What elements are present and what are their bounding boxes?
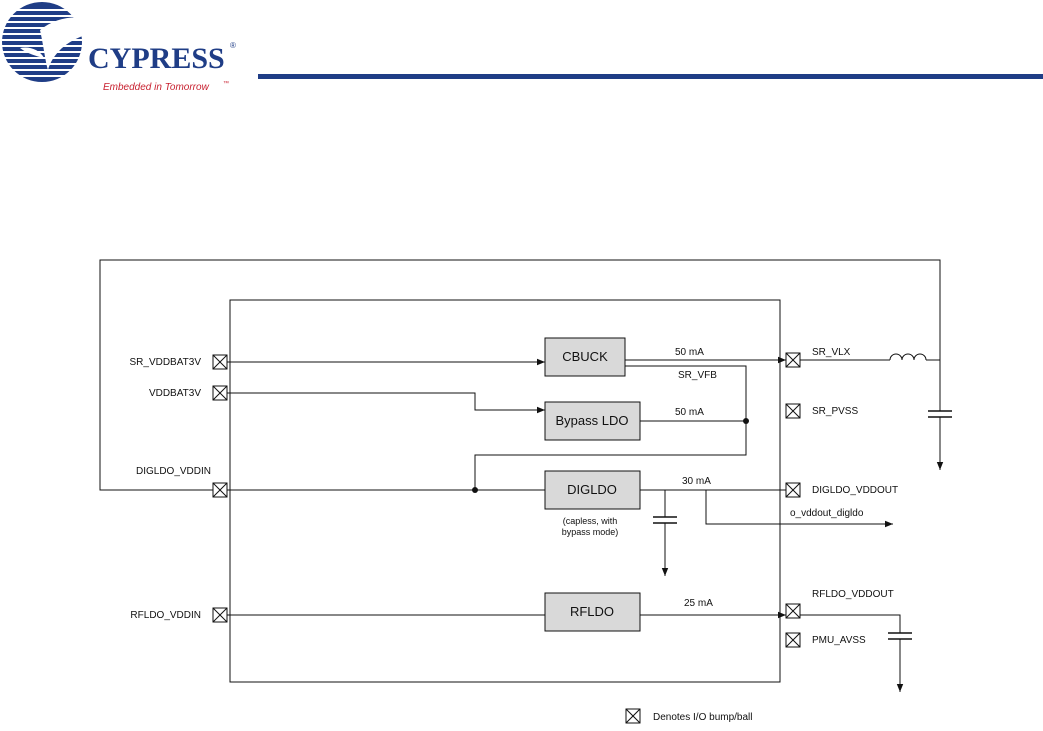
junction-digldo-in <box>472 487 478 493</box>
pin-rfldo-vddout: RFLDO_VDDOUT <box>812 589 894 600</box>
legend-text: Denotes I/O bump/ball <box>653 712 753 723</box>
vddbat3v-wire <box>227 393 545 410</box>
pin-vddbat3v: VDDBAT3V <box>149 388 201 399</box>
bypass-ldo-label: Bypass LDO <box>556 413 629 428</box>
digldo-block: DIGLDO <box>545 471 640 509</box>
pin-rfldo-vddin: RFLDO_VDDIN <box>130 610 201 621</box>
pad-rfldo-vddin-icon <box>213 608 227 622</box>
digldo-label: DIGLDO <box>567 482 617 497</box>
rfldo-vddout-wire <box>800 615 900 633</box>
digldo-out-signal-label: o_vddout_digldo <box>790 508 864 519</box>
pad-sr-vddbat3v-icon <box>213 355 227 369</box>
sr-vfb-label: SR_VFB <box>678 370 717 381</box>
rfldo-block: RFLDO <box>545 593 640 631</box>
legend-pad-icon <box>626 709 640 723</box>
digldo-note-line1: (capless, with <box>563 516 618 526</box>
digldo-current-label: 30 mA <box>682 476 711 487</box>
pin-sr-pvss: SR_PVSS <box>812 406 858 417</box>
bypass-current-label: 50 mA <box>675 407 704 418</box>
pad-vddbat3v-icon <box>213 386 227 400</box>
digldo-note-line2: bypass mode) <box>562 527 619 537</box>
pin-sr-vlx: SR_VLX <box>812 347 851 358</box>
pin-digldo-vddout: DIGLDO_VDDOUT <box>812 485 898 496</box>
rfldo-current-label: 25 mA <box>684 598 713 609</box>
pad-digldo-vddout-icon <box>786 483 800 497</box>
pad-digldo-vddin-icon <box>213 483 227 497</box>
inductor-icon <box>890 354 926 360</box>
pin-pmu-avss: PMU_AVSS <box>812 635 866 646</box>
pin-sr-vddbat3v: SR_VDDBAT3V <box>129 357 201 368</box>
pad-sr-pvss-icon <box>786 404 800 418</box>
rfldo-label: RFLDO <box>570 604 614 619</box>
pad-sr-vlx-icon <box>786 353 800 367</box>
pad-pmu-avss-icon <box>786 633 800 647</box>
bypass-ldo-block: Bypass LDO <box>545 402 640 440</box>
cbuck-current-label: 50 mA <box>675 347 704 358</box>
pad-rfldo-vddout-icon <box>786 604 800 618</box>
junction-bypass <box>743 418 749 424</box>
cbuck-label: CBUCK <box>562 349 608 364</box>
cbuck-block: CBUCK <box>545 338 625 376</box>
pin-digldo-vddin: DIGLDO_VDDIN <box>136 466 211 477</box>
